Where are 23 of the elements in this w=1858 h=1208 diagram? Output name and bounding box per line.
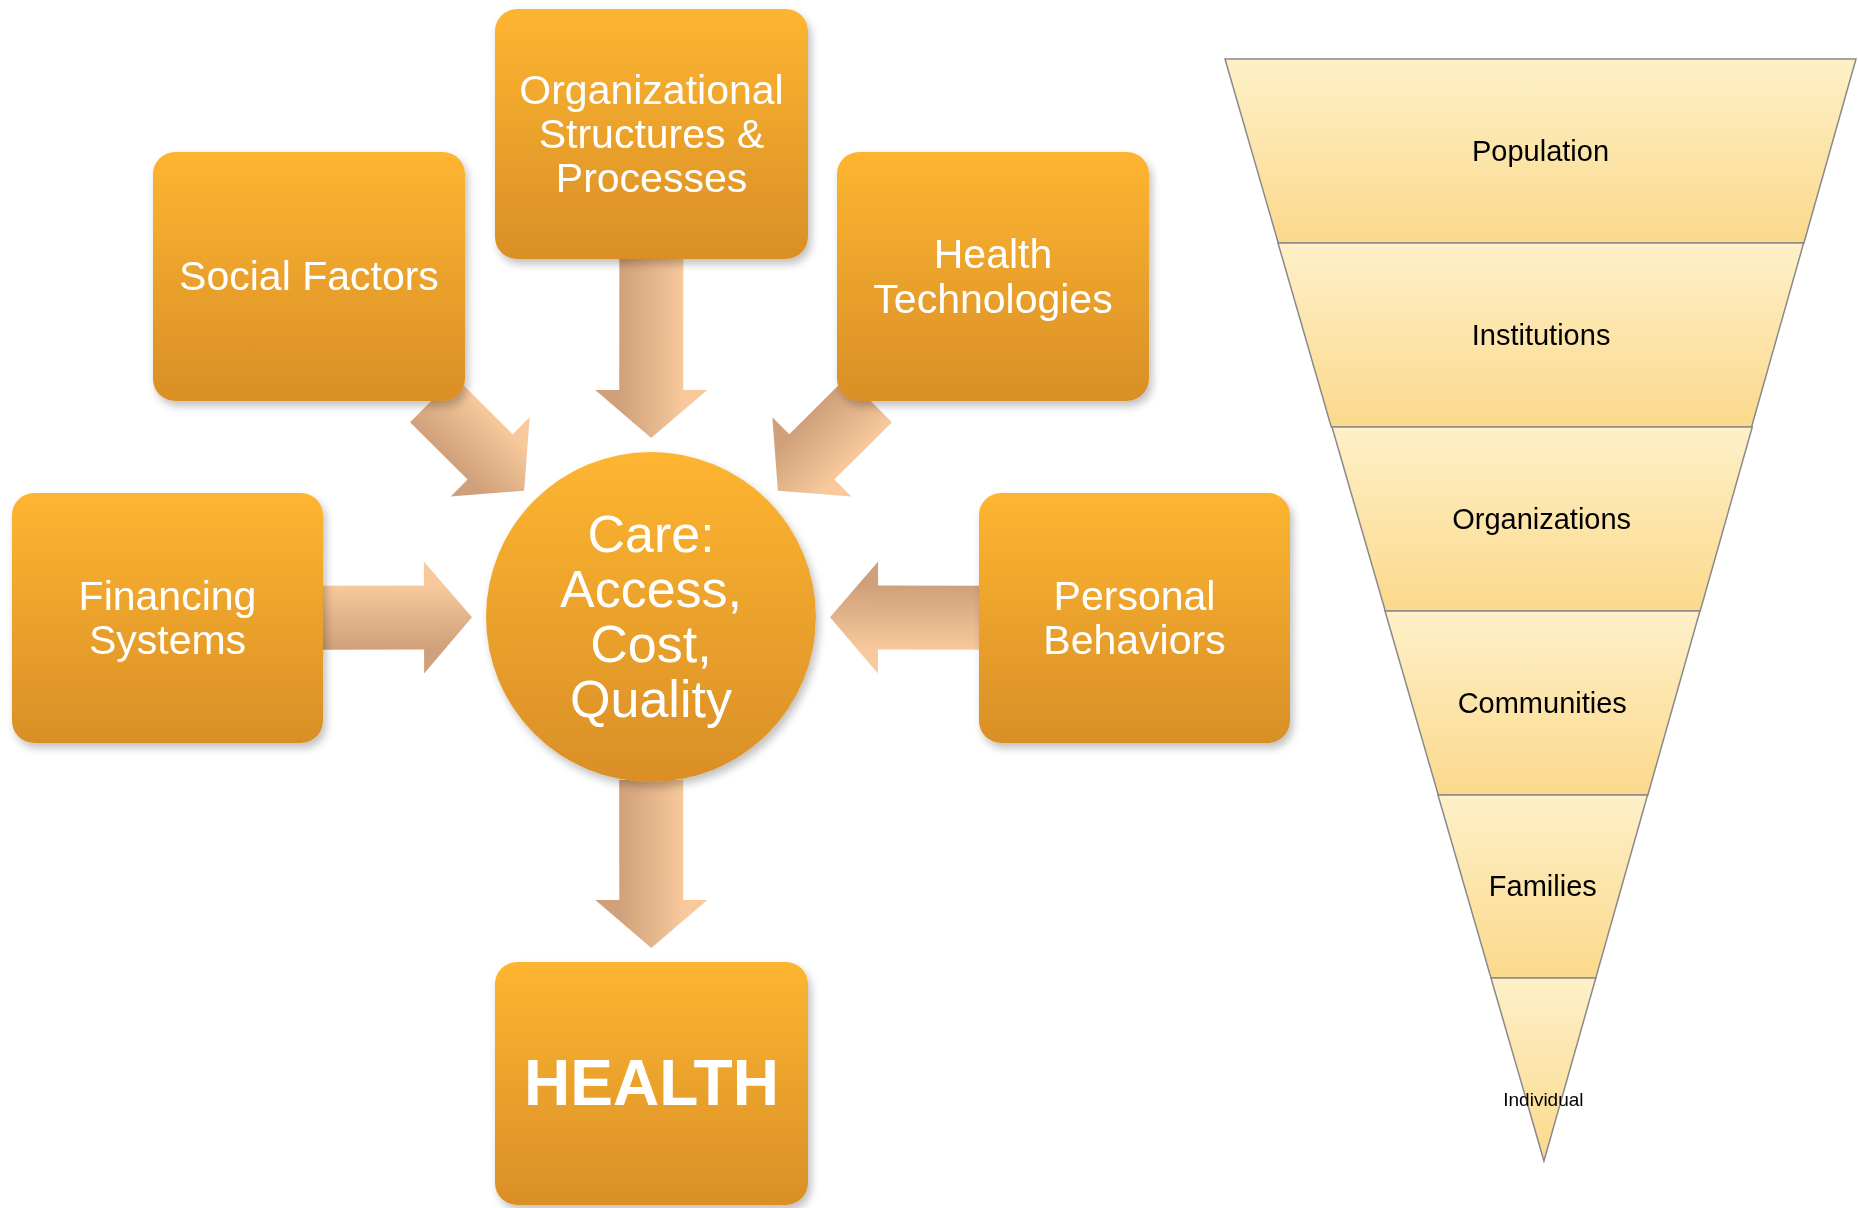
process-box: [495, 962, 808, 1205]
node-label: Personal Behaviors: [1042, 573, 1227, 663]
process-box: [495, 9, 808, 259]
block-arrow: [595, 779, 708, 948]
process-box: [153, 152, 465, 401]
node-label: Health Technologies: [872, 232, 1114, 321]
node-label: Families: [1488, 870, 1597, 903]
node-label: Population: [1471, 134, 1610, 168]
node-label: Financing Systems: [77, 573, 258, 663]
node-label: Individual: [1503, 1088, 1584, 1111]
node-label: Organizational Structures & Processes: [518, 67, 785, 201]
node-label: Social Factors: [179, 254, 439, 299]
node-label: Organizations: [1452, 502, 1632, 536]
process-box: [12, 493, 323, 743]
node-label: Care: Access, Cost, Quality: [558, 506, 744, 728]
node-label: Institutions: [1471, 318, 1611, 352]
block-arrow: [320, 561, 472, 674]
process-box: [837, 152, 1149, 401]
block-arrow: [830, 561, 982, 674]
block-arrow: [595, 256, 708, 438]
process-box: [979, 493, 1290, 743]
node-label: Communities: [1457, 686, 1627, 720]
node-label: HEALTH: [524, 1048, 779, 1119]
